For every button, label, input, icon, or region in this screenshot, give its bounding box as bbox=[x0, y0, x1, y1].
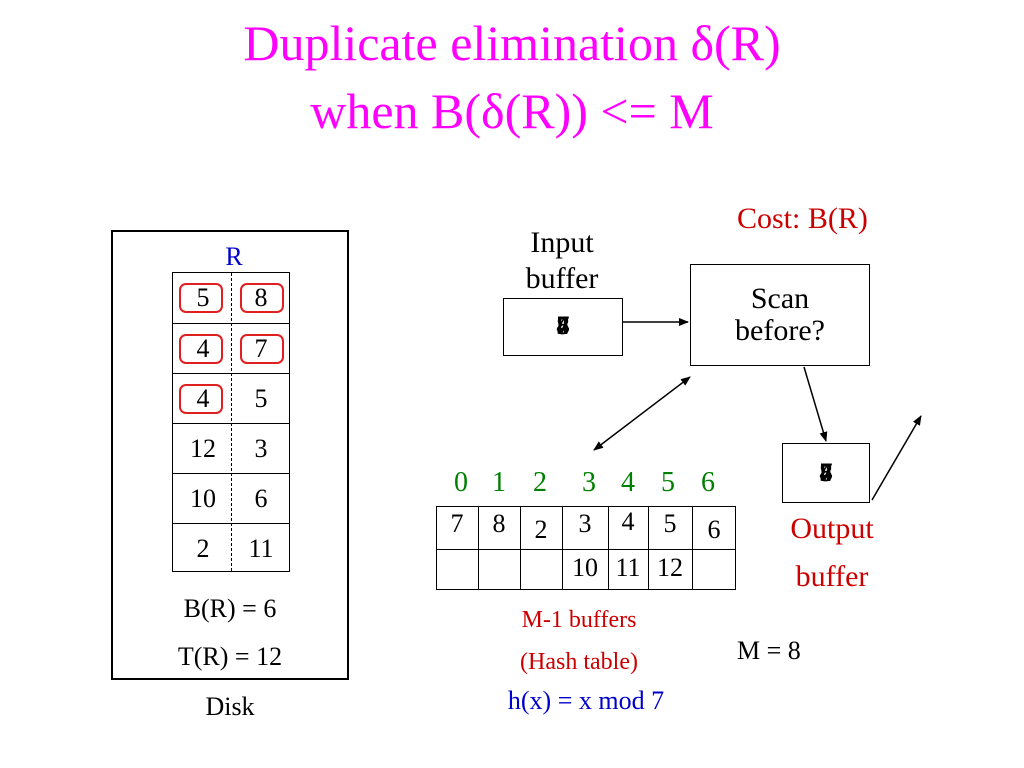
relation-row: 10 6 bbox=[173, 473, 289, 523]
relation-row: 4 5 bbox=[173, 373, 289, 423]
output-write-arrow bbox=[871, 415, 922, 501]
duplicate-marker bbox=[179, 283, 223, 313]
relation-cell: 3 bbox=[254, 434, 268, 463]
bucket-index: 6 bbox=[701, 467, 715, 498]
hash-cell: 10 bbox=[572, 553, 598, 582]
scan-box-line2: before? bbox=[735, 314, 825, 347]
output-buffer-value: 8 bbox=[819, 458, 833, 487]
cost-label: Cost: B(R) bbox=[737, 202, 868, 235]
slide-title-line1: Duplicate elimination δ(R) bbox=[243, 15, 781, 71]
duplicate-marker bbox=[179, 384, 223, 414]
hash-column-divider bbox=[520, 507, 521, 589]
hash-cell: 6 bbox=[707, 515, 721, 544]
bucket-index: 1 bbox=[492, 467, 506, 498]
relation-cell: 2 bbox=[196, 534, 210, 563]
hash-cell: 8 bbox=[492, 509, 506, 538]
relation-table: 5 8 4 7 4 5 12 3 10 6 2 11 bbox=[172, 272, 290, 572]
hash-table-label-line2: (Hash table) bbox=[520, 649, 638, 675]
hash-function: h(x) = x mod 7 bbox=[507, 686, 665, 715]
scan-hash-bidirectional-arrow bbox=[593, 376, 691, 451]
output-buffer-label-line2: buffer bbox=[795, 560, 869, 593]
scan-box: Scan before? bbox=[690, 264, 870, 366]
relation-cell: 7 bbox=[254, 334, 268, 363]
memory-size: M = 8 bbox=[737, 636, 801, 665]
hash-row-divider bbox=[437, 549, 735, 550]
hash-column-divider bbox=[562, 507, 563, 589]
hash-column-divider bbox=[648, 507, 649, 589]
relation-row: 4 7 bbox=[173, 323, 289, 373]
relation-cell: 6 bbox=[254, 484, 268, 513]
hash-cell: 2 bbox=[534, 515, 548, 544]
relation-cell: 5 bbox=[254, 384, 268, 413]
input-buffer-label-line1: Input bbox=[530, 226, 594, 259]
input-buffer-value: 8 bbox=[556, 311, 570, 340]
hash-table-label-line1: M-1 buffers bbox=[521, 607, 637, 633]
bucket-index: 4 bbox=[621, 467, 635, 498]
bucket-index: 0 bbox=[454, 467, 468, 498]
relation-row: 12 3 bbox=[173, 423, 289, 473]
hash-cell: 3 bbox=[578, 509, 592, 538]
output-buffer-value: 5 bbox=[819, 458, 833, 487]
tuple-count: T(R) = 12 bbox=[177, 642, 283, 671]
disk-panel bbox=[111, 230, 349, 680]
bucket-index: 2 bbox=[533, 467, 547, 498]
output-buffer-label-line1: Output bbox=[790, 512, 874, 545]
output-buffer: 5 4 8 7 bbox=[782, 443, 870, 503]
block-count: B(R) = 6 bbox=[183, 594, 277, 623]
hash-column-divider bbox=[608, 507, 609, 589]
hash-cell: 7 bbox=[450, 509, 464, 538]
input-buffer-value: 7 bbox=[556, 311, 570, 340]
relation-cell: 12 bbox=[190, 434, 216, 463]
relation-label: R bbox=[225, 242, 243, 271]
disk-label: Disk bbox=[205, 692, 255, 721]
relation-row: 5 8 bbox=[173, 273, 289, 323]
input-buffer-label-line2: buffer bbox=[525, 262, 599, 295]
input-buffer-value: 4 bbox=[556, 311, 570, 340]
scan-box-line1: Scan bbox=[750, 282, 810, 315]
slide-title-line2: when B(δ(R)) <= M bbox=[310, 83, 714, 139]
relation-cell: 5 bbox=[196, 283, 210, 312]
input-buffer-value: 5 bbox=[556, 311, 570, 340]
hash-table: 7 8 2 3 4 5 6 10 11 12 bbox=[436, 506, 736, 590]
relation-cell: 11 bbox=[248, 534, 274, 563]
relation-cell: 4 bbox=[196, 334, 210, 363]
hash-cell: 11 bbox=[615, 553, 641, 582]
input-buffer: 5 4 8 7 bbox=[503, 298, 623, 356]
relation-cell: 10 bbox=[190, 484, 216, 513]
bucket-index: 3 bbox=[582, 467, 596, 498]
hash-cell: 4 bbox=[621, 507, 635, 536]
relation-row: 2 11 bbox=[173, 523, 289, 573]
relation-cell: 8 bbox=[254, 283, 268, 312]
hash-cell: 5 bbox=[663, 509, 677, 538]
hash-column-divider bbox=[692, 507, 693, 589]
output-buffer-value: 7 bbox=[819, 458, 833, 487]
duplicate-marker bbox=[240, 334, 284, 364]
duplicate-marker bbox=[240, 283, 284, 313]
bucket-index: 5 bbox=[661, 467, 675, 498]
relation-divider bbox=[231, 273, 232, 571]
hash-cell: 12 bbox=[657, 553, 683, 582]
hash-column-divider bbox=[478, 507, 479, 589]
scan-to-output-arrow bbox=[803, 366, 828, 442]
output-buffer-value: 4 bbox=[819, 458, 833, 487]
relation-cell: 4 bbox=[196, 384, 210, 413]
duplicate-marker bbox=[179, 334, 223, 364]
